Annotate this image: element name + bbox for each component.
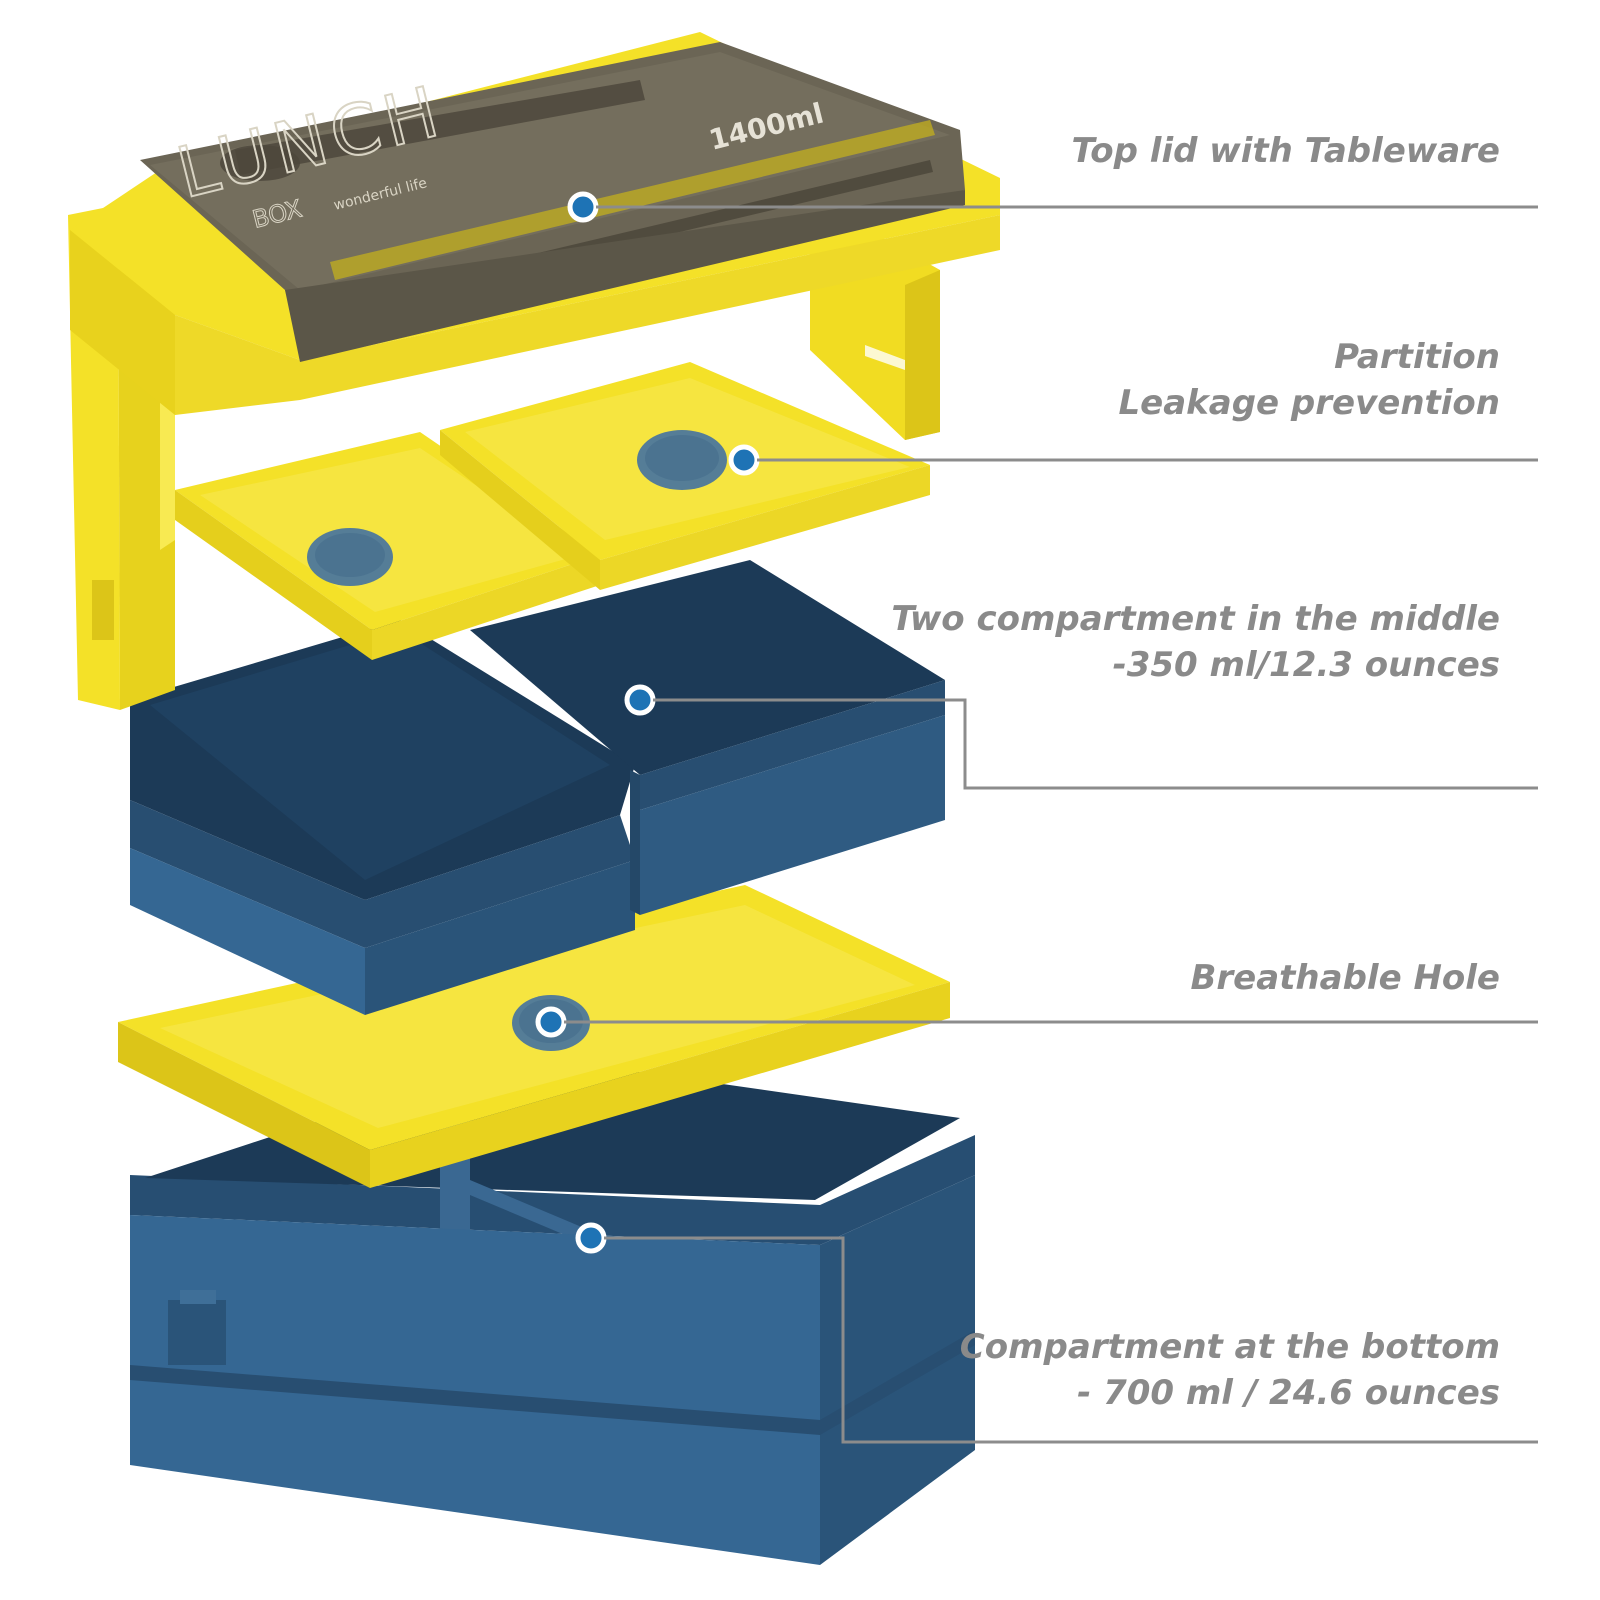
leader-lines [564, 205, 1538, 1444]
top-lid-dot [567, 191, 599, 223]
callout-partition: Partition Leakage prevention [1118, 334, 1500, 426]
middle-right-lid [440, 362, 930, 590]
breathable-hole-dot [535, 1006, 567, 1038]
middle-right-compartment [470, 560, 945, 915]
callout-breathable-hole: Breathable Hole [1190, 955, 1500, 1001]
callout-middle-compartment-line-2: -350 ml/12.3 ounces [1112, 645, 1500, 685]
callout-bottom-compartment-line-2: - 700 ml / 24.6 ounces [1077, 1373, 1500, 1413]
hole-marker-dot [575, 1222, 607, 1254]
middle-compartment-dot [624, 684, 656, 716]
leader-bottom-compartment [604, 1236, 1538, 1444]
middle-left-lid [175, 432, 600, 660]
callout-top-lid-line-1: Top lid with Tableware [1071, 131, 1500, 171]
partition-dot [728, 444, 760, 476]
callout-breathable-hole-line-1: Breathable Hole [1190, 958, 1500, 998]
callout-middle-compartment: Two compartment in the middle -350 ml/12… [891, 596, 1500, 688]
callout-partition-line-2: Leakage prevention [1118, 383, 1500, 423]
callout-top-lid: Top lid with Tableware [1071, 128, 1500, 174]
middle-left-compartment [130, 620, 635, 1015]
leader-middle-compartment [653, 698, 1538, 790]
callout-middle-compartment-line-1: Two compartment in the middle [891, 599, 1500, 639]
callout-bottom-compartment: Compartment at the bottom - 700 ml / 24.… [960, 1324, 1500, 1416]
callout-bottom-compartment-line-1: Compartment at the bottom [959, 1327, 1500, 1367]
bottom-lid [118, 885, 950, 1188]
callout-partition-line-1: Partition [1334, 337, 1500, 377]
top-lid: LUNCH BOX wonderful life 1400ml [70, 32, 1000, 440]
